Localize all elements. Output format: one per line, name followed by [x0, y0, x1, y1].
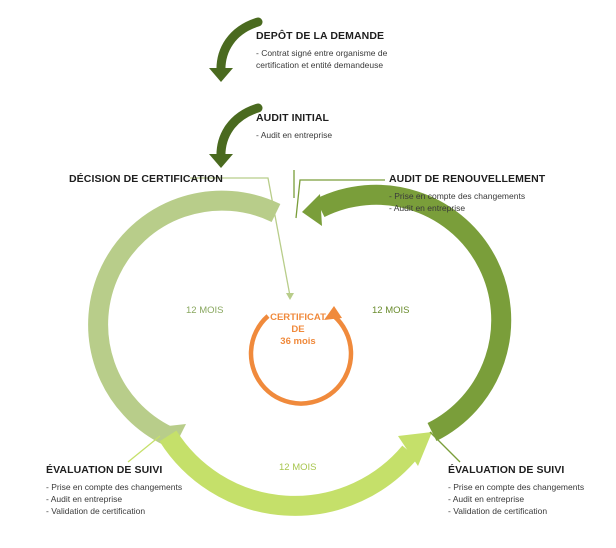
- step-suivi-right-title: ÉVALUATION DE SUIVI: [448, 464, 565, 476]
- step-suivi-right-line: - Audit en entreprise: [448, 494, 525, 504]
- step-audit-initial: AUDIT INITIAL - Audit en entreprise: [256, 112, 332, 141]
- step-suivi-left-title: ÉVALUATION DE SUIVI: [46, 464, 163, 476]
- step-suivi-right-line: - Validation de certification: [448, 506, 548, 516]
- connector-decision: [190, 177, 291, 297]
- step-depot-line: - Contrat signé entre organisme de: [256, 48, 388, 58]
- arrow-depot: [216, 17, 263, 77]
- step-depot-line: certification et entité demandeuse: [256, 60, 384, 70]
- cycle-right-label: 12 MOIS: [372, 305, 410, 316]
- step-renouvellement-line: - Prise en compte des changements: [389, 191, 526, 201]
- step-depot: DEPÔT DE LA DEMANDE - Contrat signé entr…: [256, 30, 387, 71]
- step-decision-title: DÉCISION DE CERTIFICATION: [69, 173, 223, 185]
- arrow-depot-head: [209, 68, 233, 82]
- step-suivi-left-line: - Audit en entreprise: [46, 494, 123, 504]
- step-suivi-left: ÉVALUATION DE SUIVI - Prise en compte de…: [46, 464, 182, 517]
- arc-right: [315, 184, 512, 441]
- center-circle-head: [324, 306, 342, 320]
- connector-decision-head: [286, 293, 294, 300]
- center-circle-arc: [248, 314, 354, 406]
- step-decision: DÉCISION DE CERTIFICATION: [69, 173, 223, 186]
- arc-right-head: [302, 194, 322, 226]
- center-line-2: DE: [291, 324, 305, 335]
- step-audit-initial-line: - Audit en entreprise: [256, 130, 333, 140]
- connector-renouvellement: [295, 179, 385, 219]
- connector-suivi-right: [429, 431, 461, 463]
- cycle-left-label: 12 MOIS: [186, 305, 224, 316]
- connector-suivi-left: [127, 435, 161, 463]
- center-certificat: CERTIFICAT DE 36 mois: [253, 312, 343, 348]
- step-suivi-right: ÉVALUATION DE SUIVI - Prise en compte de…: [448, 464, 584, 517]
- step-depot-title: DEPÔT DE LA DEMANDE: [256, 30, 385, 42]
- arrow-audit-initial: [216, 103, 263, 163]
- center-line-3: 36 mois: [280, 336, 316, 347]
- arc-bottom-head: [398, 432, 432, 466]
- step-suivi-right-line: - Prise en compte des changements: [448, 482, 585, 492]
- step-renouvellement-line: - Audit en entreprise: [389, 203, 466, 213]
- arc-left: [88, 190, 281, 445]
- step-audit-initial-title: AUDIT INITIAL: [256, 112, 330, 124]
- step-suivi-left-line: - Prise en compte des changements: [46, 482, 183, 492]
- cycle-bottom-label: 12 MOIS: [279, 462, 317, 473]
- center-line-1: CERTIFICAT: [270, 312, 326, 323]
- arrow-audit-initial-head: [209, 154, 233, 168]
- step-renouvellement-title: AUDIT DE RENOUVELLEMENT: [389, 173, 546, 185]
- step-suivi-left-line: - Validation de certification: [46, 506, 146, 516]
- step-renouvellement: AUDIT DE RENOUVELLEMENT - Prise en compt…: [389, 173, 545, 214]
- arc-bottom: [159, 430, 418, 516]
